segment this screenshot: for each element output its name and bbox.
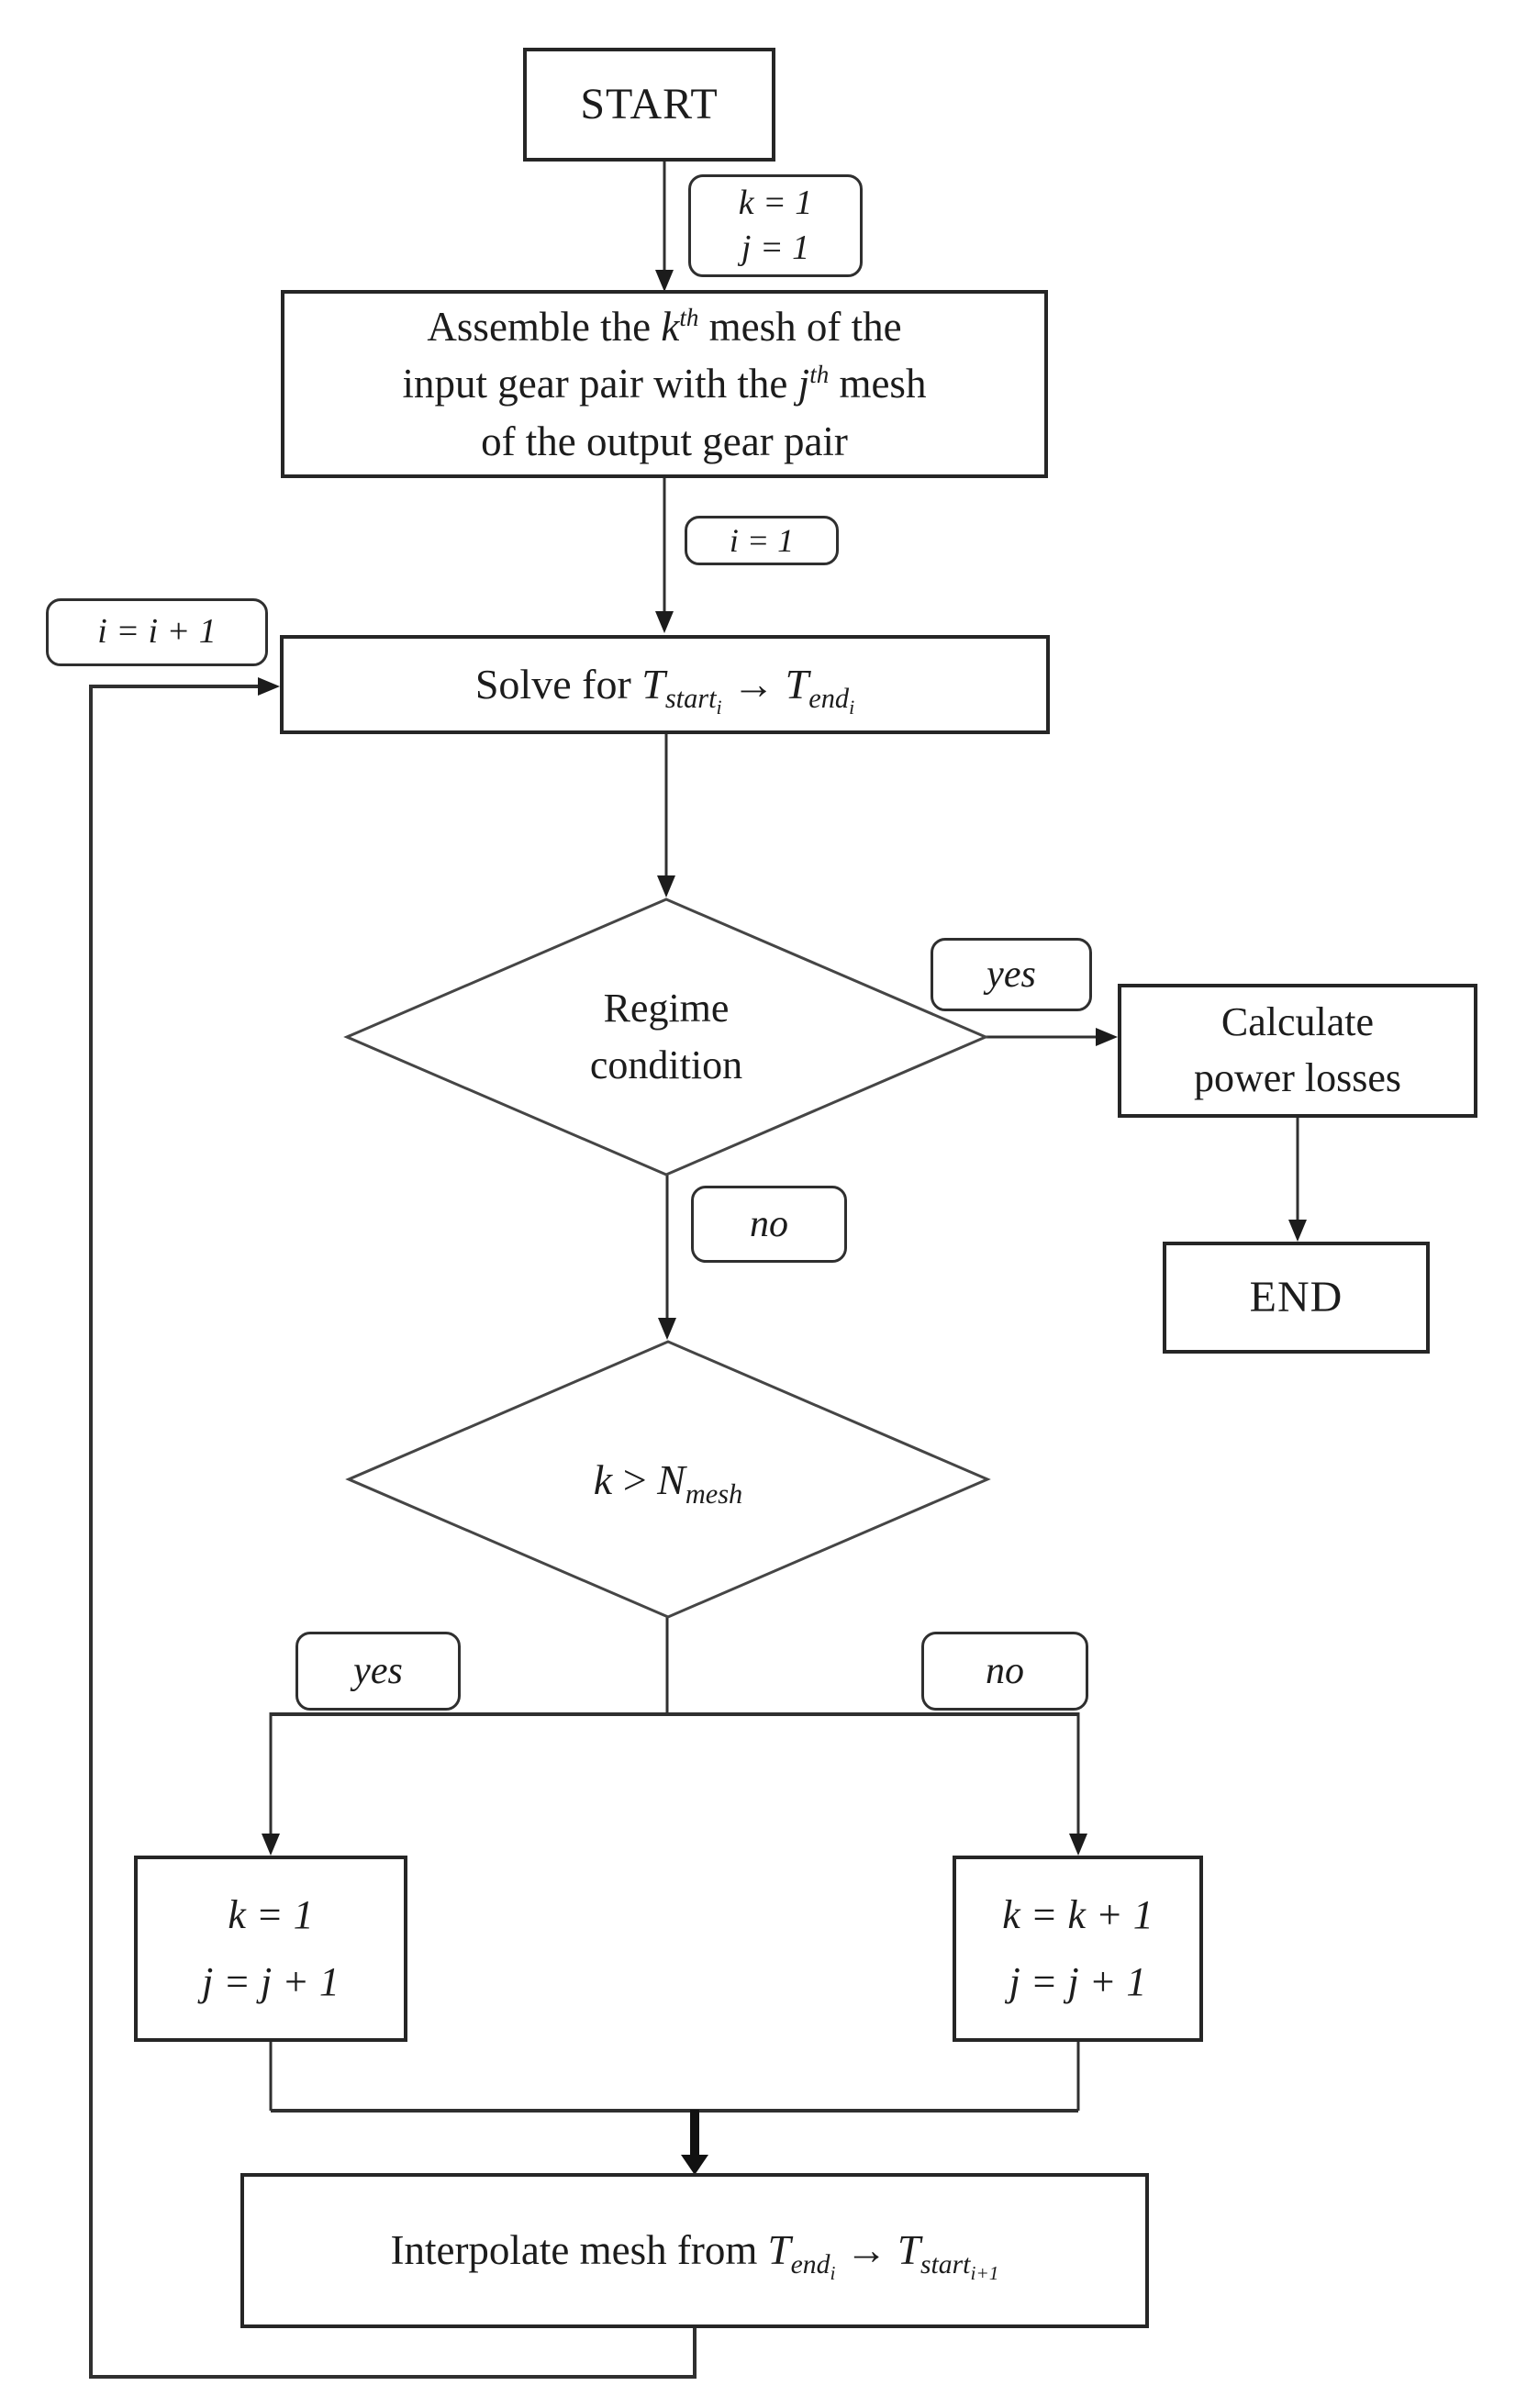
regime-yes-label: yes xyxy=(931,938,1092,1011)
start-node: START xyxy=(523,48,775,162)
init-i-line: i = 1 xyxy=(729,521,795,559)
interpolate-node: Interpolate mesh from Tendi → Tstarti+1 xyxy=(240,2173,1149,2328)
arrowhead-merge-interpolate xyxy=(681,2155,708,2175)
advance-mesh-line-2: j = j + 1 xyxy=(1009,1958,1147,2004)
arrowhead-split-advancemesh xyxy=(1069,1834,1087,1856)
solve-line: Solve for Tstarti → Tendi xyxy=(474,661,855,719)
start-label: START xyxy=(580,79,719,128)
interpolate-sub-end: endi xyxy=(790,2250,836,2285)
init-kj-label: k = 1 j = 1 xyxy=(688,174,863,277)
solve-sub-start: starti xyxy=(664,683,722,719)
advance-mesh-line-1: k = k + 1 xyxy=(1002,1891,1154,1937)
init-k-line: k = 1 xyxy=(738,183,813,222)
advance-mesh-node: k = k + 1 j = j + 1 xyxy=(953,1856,1203,2042)
increment-i-label: i = i + 1 xyxy=(46,598,268,666)
edge-merge-interpolate xyxy=(690,2110,699,2157)
arrowhead-split-resetmesh xyxy=(262,1834,280,1856)
end-label: END xyxy=(1249,1272,1343,1321)
regime-line-2: condition xyxy=(589,1042,743,1087)
arrowhead-calculate-end xyxy=(1288,1220,1307,1242)
mesh-yes-line: yes xyxy=(353,1649,403,1692)
assemble-mesh-node: Assemble the kth mesh of the input gear … xyxy=(281,290,1048,478)
calculate-power-losses-node: Calculate power losses xyxy=(1118,984,1477,1118)
solve-sub-end: endi xyxy=(808,683,855,719)
calculate-line-2: power losses xyxy=(1193,1055,1402,1100)
arrowhead-regime-calculate xyxy=(1096,1028,1118,1046)
assemble-line-3: of the output gear pair xyxy=(481,418,848,464)
arrowhead-regime-kmesh xyxy=(658,1318,676,1340)
init-j-line: j = 1 xyxy=(741,229,810,267)
k-gt-nmesh-text: k > Nmesh xyxy=(485,1439,852,1522)
arrowhead-loop-solve xyxy=(258,677,280,696)
reset-mesh-node: k = 1 j = j + 1 xyxy=(134,1856,407,2042)
assemble-line-1: Assemble the kth mesh of the xyxy=(427,304,902,351)
init-i-label: i = 1 xyxy=(685,516,839,565)
regime-yes-line: yes xyxy=(986,953,1036,996)
end-node: END xyxy=(1163,1242,1430,1354)
arrowhead-solve-regime xyxy=(657,875,675,897)
reset-mesh-line-1: k = 1 xyxy=(228,1891,314,1937)
solve-node: Solve for Tstarti → Tendi xyxy=(280,635,1050,734)
regime-no-label: no xyxy=(691,1186,847,1263)
mesh-yes-label: yes xyxy=(295,1632,461,1711)
interpolate-sub-start: starti+1 xyxy=(920,2250,999,2285)
regime-condition-diamond xyxy=(343,897,989,1176)
k-gt-nmesh-diamond xyxy=(345,1340,991,1619)
increment-i-line: i = i + 1 xyxy=(97,612,217,652)
regime-condition-text: Regime condition xyxy=(483,971,850,1103)
k-gt-nmesh-sub: mesh xyxy=(685,1477,743,1510)
regime-no-line: no xyxy=(750,1202,788,1245)
reset-mesh-line-2: j = j + 1 xyxy=(202,1958,340,2004)
regime-line-1: Regime xyxy=(603,986,730,1031)
arrowhead-assemble-solve xyxy=(655,611,674,633)
mesh-no-line: no xyxy=(986,1649,1024,1692)
k-gt-nmesh-line: k > Nmesh xyxy=(593,1455,743,1510)
edge-loop-back xyxy=(89,685,697,2379)
mesh-no-label: no xyxy=(921,1632,1088,1711)
interpolate-line: Interpolate mesh from Tendi → Tstarti+1 xyxy=(390,2227,999,2285)
arrowhead-start-assemble xyxy=(655,270,674,292)
calculate-line-1: Calculate xyxy=(1220,999,1375,1045)
assemble-line-2: input gear pair with the jth mesh xyxy=(402,361,927,407)
